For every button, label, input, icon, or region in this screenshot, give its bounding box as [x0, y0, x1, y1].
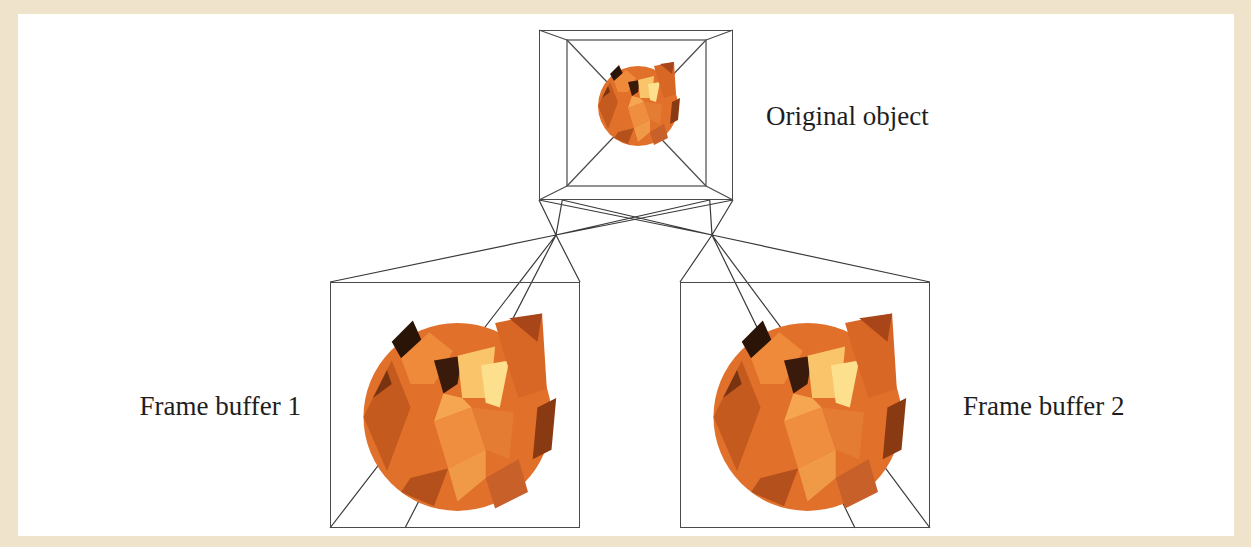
frame-box: Frame buffer 2 [680, 282, 930, 528]
projection-rays [539, 200, 930, 528]
rendered-sphere [364, 314, 557, 511]
projection-rays [330, 200, 733, 528]
frustum-lines [539, 30, 733, 200]
box-label: Frame buffer 1 [140, 390, 301, 422]
rendered-sphere [714, 314, 907, 511]
object-sphere [598, 62, 680, 146]
box-label: Frame buffer 2 [963, 390, 1124, 422]
frame-box: Frame buffer 1 [330, 282, 580, 528]
frame-box: Original object [539, 30, 733, 200]
box-label: Original object [766, 100, 929, 132]
